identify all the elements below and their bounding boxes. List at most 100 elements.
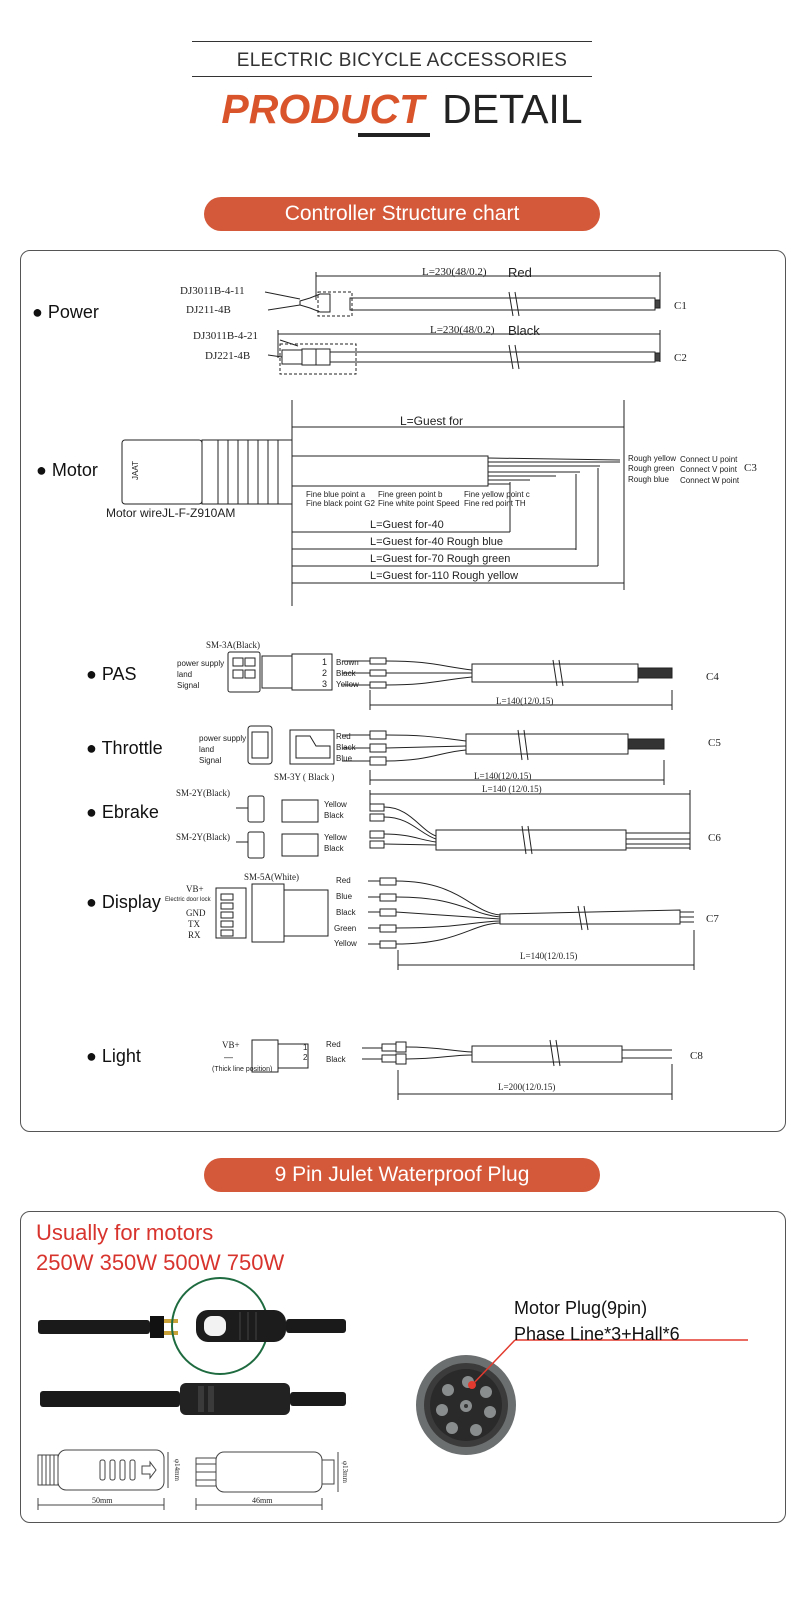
motor-connect-v: Connect V point: [680, 465, 737, 474]
power-part-3: DJ3011B-4-21: [193, 330, 258, 342]
dim-14mm: φ14mm: [172, 1459, 181, 1481]
display-pin-5: RX: [188, 930, 201, 940]
label-motor-text: Motor: [51, 460, 98, 480]
label-throttle: ● Throttle: [86, 738, 163, 758]
label-light-text: Light: [101, 1046, 141, 1066]
display-pin-4: TX: [188, 919, 200, 929]
light-length: L=200(12/0.15): [498, 1082, 556, 1092]
dim-46mm: 46mm: [252, 1496, 273, 1505]
waterproof-plug-pill: 9 Pin Julet Waterproof Plug: [204, 1158, 600, 1192]
dim-50mm: 50mm: [92, 1496, 113, 1505]
pas-color-1: Brown: [336, 658, 359, 667]
title-detail: DETAIL: [442, 86, 583, 132]
display-code: C7: [706, 913, 719, 925]
motor-fine-b2: Fine white point Speed: [378, 499, 460, 508]
motor-connect-u: Connect U point: [680, 455, 738, 464]
motor-dim-3: L=Guest for-70 Rough green: [370, 553, 511, 565]
label-display: ● Display: [86, 892, 161, 912]
throttle-color-3: Blue: [336, 754, 353, 763]
label-power: ● Power: [32, 302, 99, 322]
power-black-color: Black: [508, 323, 540, 338]
light-pin-2: —: [224, 1052, 233, 1062]
throttle-connector: SM-3Y ( Black ): [274, 772, 335, 782]
motor-fine-a2: Fine black point G2: [306, 499, 375, 508]
ebrake-color-1a: Yellow: [324, 800, 347, 809]
header-mid-rule: [192, 76, 592, 77]
motor-dim-2: L=Guest for-40 Rough blue: [370, 536, 504, 548]
label-display-text: Display: [101, 892, 161, 912]
motor-fine-c2: Fine red point TH: [464, 499, 526, 508]
pas-code: C4: [706, 671, 719, 683]
pas-num-1: 1: [322, 657, 328, 667]
throttle-color-1: Red: [336, 732, 351, 741]
structure-chart-diagram: [121, 272, 695, 1100]
header-subtitle: ELECTRIC BICYCLE ACCESSORIES: [236, 50, 568, 71]
plug-line-1: Motor Plug(9pin): [514, 1298, 648, 1318]
usage-line-2: 250W 350W 500W 750W: [36, 1250, 285, 1275]
light-color-2: Black: [326, 1055, 346, 1064]
display-connector: SM-5A(White): [244, 872, 299, 882]
motor-wire: Motor wireJL-F-Z910AM: [106, 506, 236, 520]
throttle-pin-2: land: [199, 745, 215, 754]
display-pin-2: Electric door lock: [165, 897, 211, 903]
throttle-code: C5: [708, 737, 721, 749]
motor-fine-c1: Fine yellow point c: [464, 490, 530, 499]
motor-brand: JAAT: [130, 461, 140, 480]
ebrake-color-2b: Black: [324, 844, 344, 853]
light-num-2: 2: [303, 1053, 308, 1062]
structure-chart-pill: Controller Structure chart: [204, 197, 600, 231]
light-num-1: 1: [303, 1043, 308, 1052]
label-ebrake-text: Ebrake: [101, 802, 159, 822]
title-underline: [358, 133, 430, 137]
power-part-4: DJ221-4B: [205, 350, 251, 362]
ebrake-color-1b: Black: [324, 811, 344, 820]
power-part-1: DJ3011B-4-11: [180, 285, 245, 297]
label-power-text: Power: [47, 302, 99, 322]
ebrake-length: L=140 (12/0.15): [482, 784, 542, 794]
pas-num-2: 2: [322, 668, 328, 678]
light-pin-1: VB+: [222, 1040, 240, 1050]
dim-13mm: φ13mm: [340, 1461, 349, 1483]
display-color-2: Blue: [336, 892, 353, 901]
display-pin-3: GND: [186, 908, 206, 918]
motor-dim-1: L=Guest for-40: [370, 519, 444, 531]
motor-plug-text: Motor Plug(9pin) Phase Line*3+Hall*6: [514, 1295, 680, 1347]
plug-line-2: Phase Line*3+Hall*6: [514, 1324, 680, 1344]
power-c1: C1: [674, 300, 687, 312]
label-ebrake: ● Ebrake: [86, 802, 159, 822]
structure-chart-box: [20, 250, 786, 1132]
throttle-color-2: Black: [336, 743, 356, 752]
motor-usage-text: Usually for motors 250W 350W 500W 750W: [36, 1218, 284, 1278]
page-title: PRODUCT DETAIL: [0, 86, 804, 133]
pas-pin-1: power supply: [177, 659, 225, 668]
motor-rough-blue: Rough blue: [628, 475, 669, 484]
label-motor: ● Motor: [36, 460, 98, 480]
motor-rough-yellow: Rough yellow: [628, 454, 677, 463]
display-color-1: Red: [336, 876, 351, 885]
power-red-length: L=230(48/0.2): [422, 266, 487, 278]
power-part-2: DJ211-4B: [186, 304, 231, 316]
power-red-color: Red: [508, 265, 532, 280]
power-black-length: L=230(48/0.2): [430, 324, 495, 336]
label-light: ● Light: [86, 1046, 141, 1066]
motor-dim-4: L=Guest for-110 Rough yellow: [370, 570, 519, 582]
waterproof-plug-box: [20, 1211, 786, 1523]
light-color-1: Red: [326, 1040, 341, 1049]
motor-rough-green: Rough green: [628, 464, 675, 473]
ebrake-code: C6: [708, 832, 721, 844]
power-c2: C2: [674, 352, 687, 364]
label-pas-text: PAS: [101, 664, 137, 684]
usage-line-1: Usually for motors: [36, 1220, 214, 1245]
pas-color-2: Black: [336, 669, 356, 678]
motor-fine-a1: Fine blue point a: [306, 490, 366, 499]
display-color-5: Yellow: [334, 939, 357, 948]
display-pin-1: VB+: [186, 884, 204, 894]
motor-c3: C3: [744, 462, 757, 474]
pas-color-3: Yellow: [336, 680, 359, 689]
pas-length: L=140(12/0.15): [496, 696, 554, 706]
ebrake-connector-2: SM-2Y(Black): [176, 832, 230, 842]
display-color-4: Green: [334, 924, 357, 933]
throttle-pin-3: Signal: [199, 756, 222, 765]
display-length: L=140(12/0.15): [520, 951, 578, 961]
title-product: PRODUCT: [221, 86, 425, 132]
